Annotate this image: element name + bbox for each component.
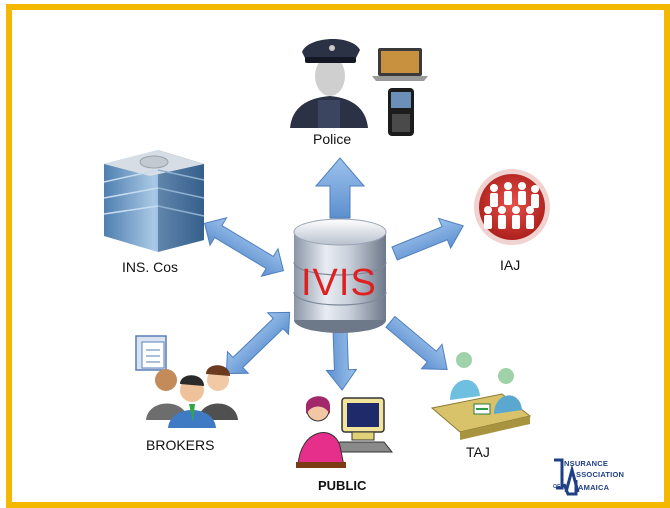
arrow-to-public (325, 331, 358, 391)
arrow-to-taj (385, 315, 448, 370)
iaj-label: IAJ (500, 257, 521, 273)
logo-line-2: SSOCIATION (576, 470, 625, 479)
iaj-logo-mark (554, 458, 580, 496)
arrow-ins-cos (203, 217, 285, 277)
laptop-icon (372, 48, 428, 81)
public-label: PUBLIC (318, 478, 367, 493)
brokers-label: BROKERS (146, 437, 215, 453)
brokers-people-icon (135, 335, 238, 428)
smartphone-icon (388, 88, 414, 136)
iaj-logo: NSURANCE SSOCIATION OF AMAICA (552, 458, 625, 496)
ins-cos-label: INS. Cos (122, 259, 179, 275)
ivis-label: IVIS (301, 262, 377, 304)
taj-label: TAJ (466, 444, 490, 460)
police-officer-icon (290, 38, 368, 128)
public-computer-user-icon (296, 396, 394, 468)
police-label: Police (313, 131, 352, 147)
iaj-group-icon (474, 169, 550, 245)
arrow-to-iaj (391, 217, 464, 261)
logo-line-1: NSURANCE (564, 459, 609, 468)
logo-line-3: AMAICA (578, 483, 610, 492)
taj-office-meeting-icon (430, 352, 532, 440)
building-icon (103, 150, 205, 252)
logo-of: OF (553, 484, 561, 490)
ivis-database-icon (293, 218, 387, 333)
arrow-brokers (225, 311, 291, 375)
arrow-to-police (314, 157, 366, 219)
